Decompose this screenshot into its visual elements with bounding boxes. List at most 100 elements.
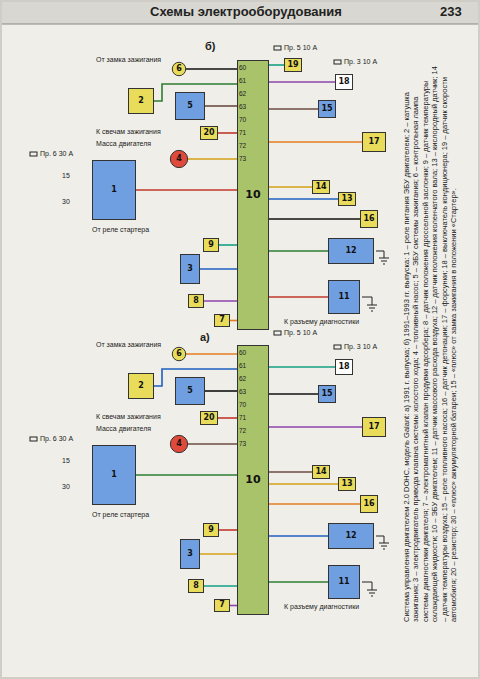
callout-number: 16 <box>363 215 374 224</box>
wire <box>269 141 362 143</box>
component-box: 17 <box>362 417 386 437</box>
header-rule <box>0 24 480 25</box>
component-box: 13 <box>338 477 356 491</box>
callout-number: 14 <box>315 183 326 192</box>
component-circle: 4 <box>170 150 188 168</box>
callout-number: 18 <box>338 363 349 372</box>
pin-label: 70 <box>239 401 246 408</box>
diagram-letter: б) <box>205 40 215 52</box>
callout-number: 18 <box>338 78 349 87</box>
component-box: 1 <box>92 445 136 505</box>
wire <box>269 218 360 220</box>
wire <box>200 268 237 270</box>
component-box: 14 <box>312 465 330 479</box>
wire <box>230 320 237 322</box>
wire <box>269 366 335 368</box>
wire <box>230 605 237 607</box>
wire <box>204 300 237 302</box>
callout-number: 8 <box>193 582 199 591</box>
header-band <box>0 0 480 24</box>
callout-number: 6 <box>176 350 182 359</box>
component-box: 3 <box>180 254 200 284</box>
callout-number: 6 <box>176 65 182 74</box>
pin-label: 71 <box>239 129 246 136</box>
wire <box>205 390 237 392</box>
callout-number: 5 <box>187 102 193 111</box>
fuse-ground-symbols <box>30 46 389 311</box>
callout-number: 12 <box>345 247 356 256</box>
wire <box>136 189 237 191</box>
component-box: 15 <box>318 385 336 403</box>
component-box: 20 <box>200 411 218 425</box>
wire-note: Пр. 3 10 А <box>344 343 377 351</box>
callout-number: 2 <box>138 382 144 391</box>
component-box: 5 <box>175 377 205 405</box>
callout-number: 1 <box>111 471 117 480</box>
callout-number: 13 <box>341 195 352 204</box>
callout-number: 15 <box>321 390 332 399</box>
wire-note: 15 <box>62 172 70 180</box>
wire-note: 15 <box>62 457 70 465</box>
wire <box>205 105 237 107</box>
component-box: 11 <box>328 280 360 314</box>
wire-note: 30 <box>62 198 70 206</box>
wire <box>218 132 237 134</box>
pin-label: 72 <box>239 142 246 149</box>
component-box: 8 <box>188 294 204 308</box>
callout-number: 4 <box>176 440 182 449</box>
wire <box>269 581 328 583</box>
component-box: 7 <box>214 599 230 612</box>
wire <box>269 198 338 200</box>
callout-number: 7 <box>219 601 225 610</box>
wire <box>269 503 360 505</box>
pin-label: 63 <box>239 103 246 110</box>
callout-number: 20 <box>203 414 214 423</box>
ecu-box: 10 <box>237 345 269 615</box>
wire <box>269 81 335 83</box>
wire <box>219 244 237 246</box>
diagram-letter: а) <box>200 331 210 343</box>
pin-label: 70 <box>239 116 246 123</box>
callout-number: 11 <box>338 578 349 587</box>
wire-note: От реле стартера <box>92 226 149 234</box>
callout-number: 3 <box>187 550 193 559</box>
component-circle: 4 <box>170 435 188 453</box>
wire <box>269 296 328 298</box>
callout-number: 16 <box>363 500 374 509</box>
pin-label: 61 <box>239 77 246 84</box>
component-box: 16 <box>360 495 378 513</box>
component-box: 7 <box>214 314 230 327</box>
wire <box>269 535 328 537</box>
callout-number: 19 <box>287 61 298 70</box>
wire-note: К свечам зажигания <box>96 128 161 136</box>
component-box: 12 <box>328 238 374 264</box>
callout-number: 2 <box>138 97 144 106</box>
wire <box>269 426 362 428</box>
callout-number: 20 <box>203 129 214 138</box>
pin-label: 62 <box>239 90 246 97</box>
wire-note: Масса двигателя <box>96 425 151 433</box>
component-box: 11 <box>328 565 360 599</box>
component-box: 19 <box>284 58 302 72</box>
wire <box>269 186 312 188</box>
wire <box>219 529 237 531</box>
wire <box>269 108 318 110</box>
wire <box>218 417 237 419</box>
callout-number: 7 <box>219 316 225 325</box>
pin-label: 73 <box>239 440 246 447</box>
callout-number: 8 <box>193 297 199 306</box>
component-box: 3 <box>180 539 200 569</box>
wire <box>269 250 328 252</box>
wire-note: К разъему диагностики <box>284 603 359 611</box>
wire-note: От замка зажигания <box>96 341 161 349</box>
callout-number: 5 <box>187 387 193 396</box>
component-box: 13 <box>338 192 356 206</box>
pin-label: 60 <box>239 349 246 356</box>
component-box: 16 <box>360 210 378 228</box>
wire-note: Пр. 6 30 А <box>40 435 73 443</box>
wire-note: К разъему диагностики <box>284 318 359 326</box>
component-box: 15 <box>318 100 336 118</box>
component-box: 17 <box>362 132 386 152</box>
wire <box>200 553 237 555</box>
